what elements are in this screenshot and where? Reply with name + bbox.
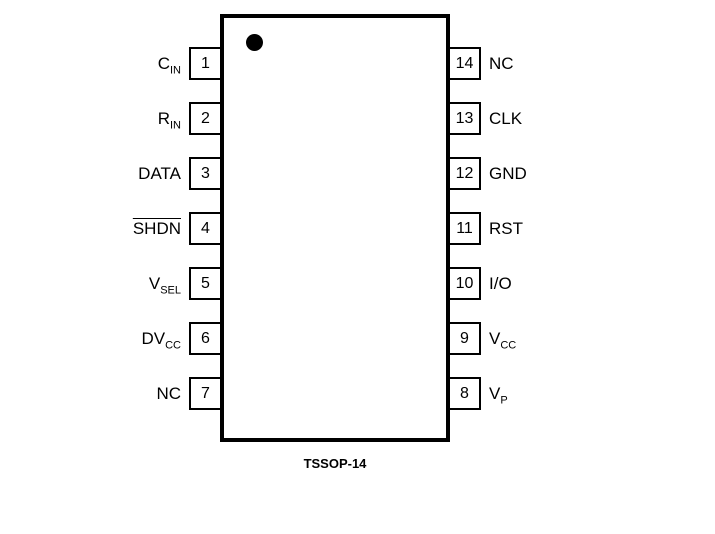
pin-number: 2 <box>201 109 210 127</box>
pin-number-box: 1 <box>189 47 222 80</box>
pin-label-main: V <box>148 273 161 293</box>
pin-row: DATA 3 <box>0 157 222 190</box>
pin-number: 5 <box>201 274 210 292</box>
pin-number: 7 <box>201 384 210 402</box>
pin-row: 8 VP <box>448 377 715 410</box>
pin-number: 14 <box>455 54 474 72</box>
pin-label-sub: CC <box>165 338 181 351</box>
pin-number-box: 10 <box>448 267 481 300</box>
pin-label-main: V <box>489 328 501 348</box>
pin-number-box: 14 <box>448 47 481 80</box>
pin-label-main: GND <box>489 163 527 183</box>
pin-number-box: 12 <box>448 157 481 190</box>
pin-number: 12 <box>455 164 474 182</box>
pin-row: 11 RST <box>448 212 715 245</box>
pin-number-box: 6 <box>189 322 222 355</box>
pin-number: 11 <box>456 219 473 237</box>
pin-label: SHDN <box>133 219 181 239</box>
pin-label: GND <box>489 164 527 184</box>
pin-row: SHDN 4 <box>0 212 222 245</box>
pin-label-sub: SEL <box>160 283 181 296</box>
pin-label-main: DV <box>141 328 166 348</box>
pin-label-main: V <box>489 383 501 403</box>
pin-number: 9 <box>460 329 469 347</box>
pin-label-main: R <box>157 108 170 128</box>
pin-label: VCC <box>489 328 517 351</box>
pin-label-main: C <box>157 53 170 73</box>
pin-row: DVCC 6 <box>0 322 222 355</box>
ic-body <box>220 14 450 442</box>
pin-number: 8 <box>460 384 469 402</box>
pin-label-sub: IN <box>170 63 181 76</box>
pin-label: VP <box>489 383 508 406</box>
pin-row: VSEL 5 <box>0 267 222 300</box>
pin-number-box: 2 <box>189 102 222 135</box>
pin-number-box: 7 <box>189 377 222 410</box>
pin-label: VSEL <box>148 273 181 296</box>
pin-number: 1 <box>201 54 210 72</box>
pin-row: 10 I/O <box>448 267 715 300</box>
pin-label: CIN <box>157 53 181 76</box>
pin-number: 13 <box>455 109 474 127</box>
pin-label-main: SHDN <box>132 218 181 238</box>
pin-label-main: DATA <box>138 163 181 183</box>
pin-number: 3 <box>201 164 210 182</box>
pin-number-box: 4 <box>189 212 222 245</box>
pin-label: DATA <box>138 164 181 184</box>
pin-row: 13 CLK <box>448 102 715 135</box>
pin-row: 12 GND <box>448 157 715 190</box>
pin-label: CLK <box>489 109 522 129</box>
pin-label-main: I/O <box>489 273 512 293</box>
pin-label-sub: IN <box>170 118 181 131</box>
pin1-indicator-dot <box>246 34 263 51</box>
pin-number-box: 5 <box>189 267 222 300</box>
pin-label: NC <box>489 54 514 74</box>
pin-number-box: 13 <box>448 102 481 135</box>
pin-row: CIN 1 <box>0 47 222 80</box>
pin-row: NC 7 <box>0 377 222 410</box>
pin-label-sub: P <box>500 393 508 406</box>
pin-label: RST <box>489 219 523 239</box>
pin-number-box: 8 <box>448 377 481 410</box>
pin-number: 4 <box>201 219 210 237</box>
package-label: TSSOP-14 <box>303 456 367 471</box>
pin-label-main: RST <box>489 218 523 238</box>
pin-label: I/O <box>489 274 512 294</box>
pin-number: 6 <box>201 329 210 347</box>
pin-number-box: 11 <box>448 212 481 245</box>
pin-label-sub: CC <box>500 338 517 351</box>
pin-number: 10 <box>455 274 474 292</box>
pin-label-main: NC <box>156 383 181 403</box>
pin-label: NC <box>156 384 181 404</box>
pin-label-main: NC <box>489 53 514 73</box>
pin-label-main: CLK <box>489 108 523 128</box>
pin-row: RIN 2 <box>0 102 222 135</box>
pin-row: 9 VCC <box>448 322 715 355</box>
pin-label: RIN <box>157 108 181 131</box>
pin-label: DVCC <box>141 328 181 351</box>
pin-number-box: 3 <box>189 157 222 190</box>
pin-row: 14 NC <box>448 47 715 80</box>
pin-number-box: 9 <box>448 322 481 355</box>
